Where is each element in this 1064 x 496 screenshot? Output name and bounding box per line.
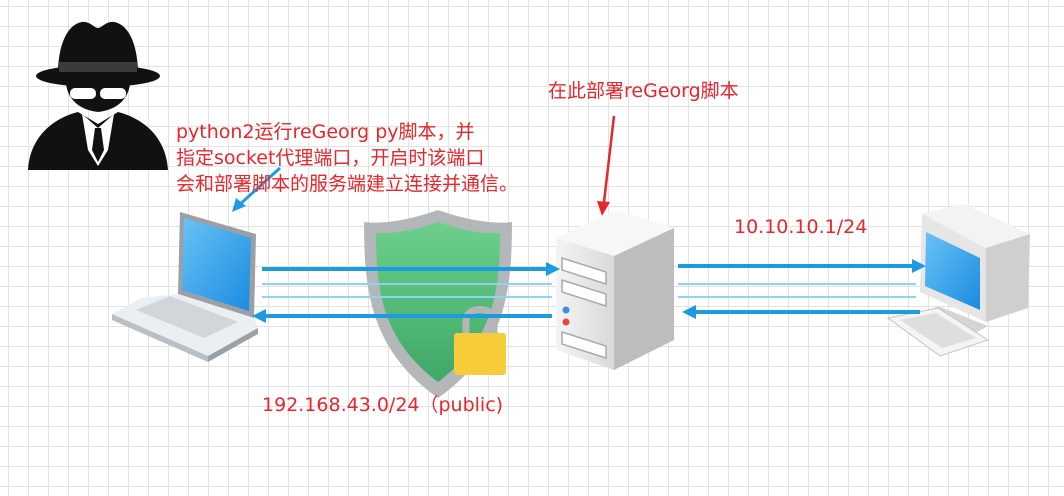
shield-lock-icon [364,210,512,398]
public-network-label: 192.168.43.0/24（public) [262,394,504,416]
annotation-arrows [232,115,616,216]
deploy-note: 在此部署reGeorg脚本 [548,80,739,102]
client-note-line-3: 会和部署脚本的服务端建立连接并通信。 [176,173,519,195]
pointer-to-laptop [236,166,282,208]
connection-lines [252,259,926,323]
arrowhead [232,198,246,212]
client-note-line-2: 指定socket代理端口，开启时该端口 [176,147,485,169]
server-tower-icon [556,210,674,370]
spy-icon [28,21,168,170]
pointer-to-server [602,115,616,203]
arrowhead [682,305,696,319]
desktop-computer-icon [886,204,1030,357]
arrowhead [597,201,610,216]
client-note-line-1: python2运行reGeorg py脚本，并 [176,121,475,143]
client-note: python2运行reGeorg py脚本，并 指定socket代理端口，开启时… [176,119,518,197]
inner-network-label: 10.10.10.1/24 [734,216,868,238]
arrowhead [912,259,926,273]
arrowhead [252,309,266,323]
laptop-icon [112,212,258,362]
arrowhead [546,262,560,276]
